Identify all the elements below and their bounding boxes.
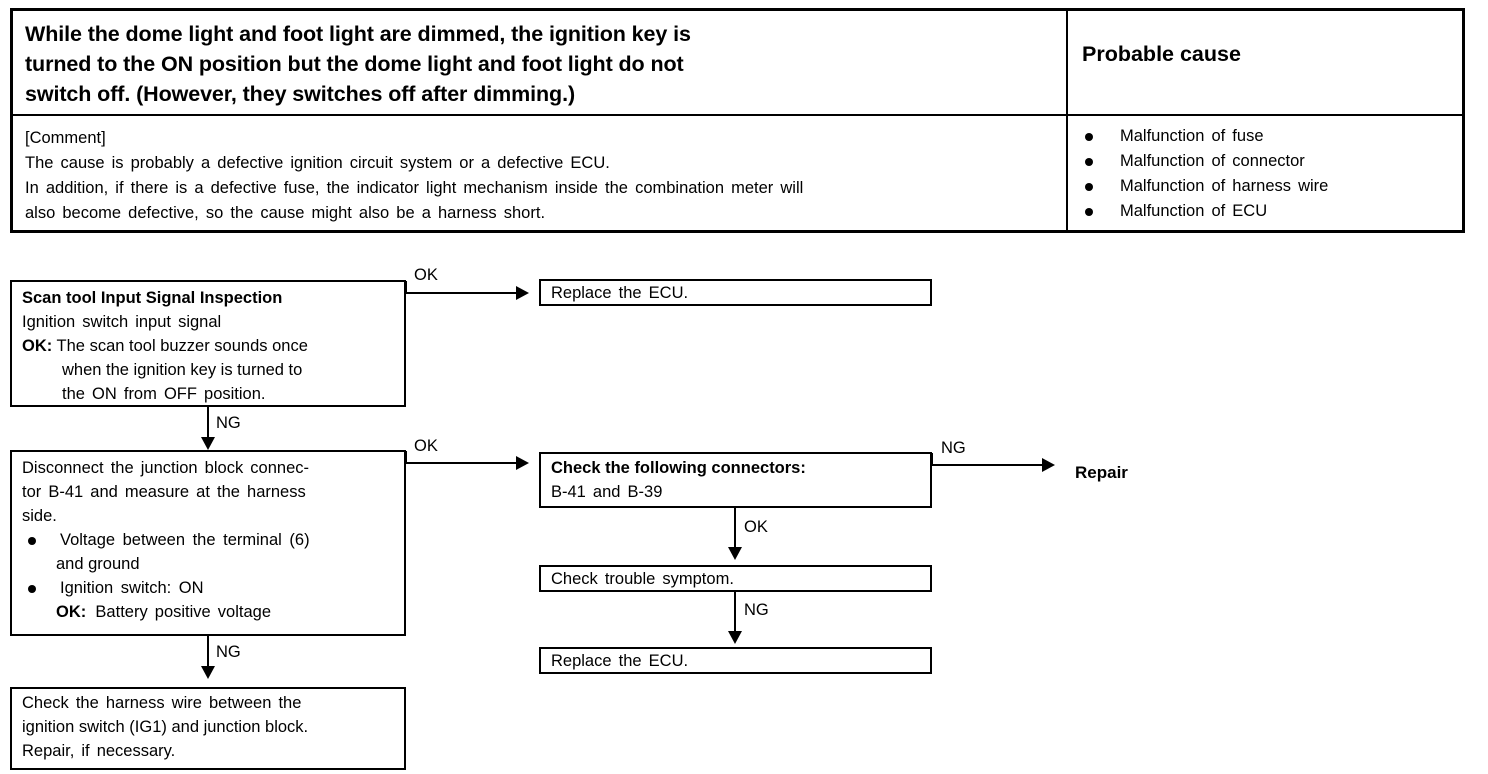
scan-tool-ok-line-2: when the ignition key is turned to [62,361,303,379]
edge-ng-2-line [931,464,1044,466]
edge-ng-1-line [207,407,209,440]
symptom-title-line-3: switch off. (However, they switches off … [25,82,576,106]
scan-tool-title: Scan tool Input Signal Inspection [22,289,283,307]
harness-line-1: Check the harness wire between the [22,694,302,712]
scan-tool-ok-line-1: OK: The scan tool buzzer sounds once [22,334,396,358]
edge-ok-1-line [405,292,518,294]
edge-ng-3-line [734,592,736,633]
disconnect-line-3: side. [22,507,57,525]
check-connectors-detail: B-41 and B-39 [551,483,663,501]
check-connectors-title: Check the following connectors: [551,459,806,477]
scan-tool-subtitle: Ignition switch input signal [22,313,222,331]
edge-ng-4-arrowhead [201,666,215,679]
edge-ok-3-arrowhead [728,547,742,560]
edge-ok-1-arrowhead [516,286,529,300]
table-body-row: [Comment] The cause is probably a defect… [13,116,1462,230]
probable-cause-header-cell: Probable cause [1068,11,1462,114]
comment-line-1: The cause is probably a defective igniti… [25,154,610,172]
ok-label: OK: [22,337,53,355]
flow-box-check-trouble-symptom[interactable]: Check trouble symptom. [539,565,932,592]
comment-tag: [Comment] [25,129,106,147]
comment-line-2: In addition, if there is a defective fus… [25,179,804,197]
comment-cell: [Comment] The cause is probably a defect… [13,116,1068,230]
list-item: Malfunction of connector [1082,149,1452,174]
harness-line-2: ignition switch (IG1) and junction block… [22,718,309,736]
ok-label: OK: [56,603,87,621]
flow-box-check-connectors[interactable]: Check the following connectors: B-41 and… [539,452,932,508]
edge-label-ok-1: OK [414,266,438,284]
symptom-title-cell: While the dome light and foot light are … [13,11,1068,114]
symptom-probable-cause-table: While the dome light and foot light are … [10,8,1465,233]
disconnect-bullet-1-line-2: and ground [56,555,140,573]
probable-cause-list: Malfunction of fuse Malfunction of conne… [1082,124,1452,224]
edge-label-ok-2: OK [414,437,438,455]
comment-block: [Comment] The cause is probably a defect… [25,124,1056,226]
edge-label-ok-3: OK [744,518,768,536]
disconnect-line-2: tor B-41 and measure at the harness [22,483,306,501]
replace-ecu-top-text: Replace the ECU. [551,284,689,302]
list-item: Malfunction of ECU [1082,199,1452,224]
edge-label-ng-4: NG [216,643,241,661]
disconnect-bullet-2-line-1: Ignition switch: ON [22,576,396,600]
flow-box-replace-ecu-top[interactable]: Replace the ECU. [539,279,932,306]
edge-ng-1-arrowhead [201,437,215,450]
edge-ok-2-line [405,462,518,464]
list-item: Malfunction of harness wire [1082,174,1452,199]
symptom-title-line-1: While the dome light and foot light are … [25,22,691,46]
replace-ecu-bottom-text: Replace the ECU. [551,652,689,670]
edge-ng-2-arrowhead [1042,458,1055,472]
probable-cause-cell: Malfunction of fuse Malfunction of conne… [1068,116,1462,230]
table-header-row: While the dome light and foot light are … [13,11,1462,116]
edge-ok-2-arrowhead [516,456,529,470]
flow-box-disconnect-junction[interactable]: Disconnect the junction block connec- to… [10,450,406,636]
flow-box-replace-ecu-bottom[interactable]: Replace the ECU. [539,647,932,674]
check-trouble-symptom-text: Check trouble symptom. [551,570,734,588]
disconnect-ok-line: OK: Battery positive voltage [22,600,396,624]
probable-cause-header: Probable cause [1082,42,1241,66]
edge-ng-3-arrowhead [728,631,742,644]
flow-label-repair[interactable]: Repair [1075,463,1128,482]
scan-tool-ok-line-3: the ON from OFF position. [62,385,266,403]
disconnect-line-1: Disconnect the junction block connec- [22,459,309,477]
list-item: Malfunction of fuse [1082,124,1452,149]
edge-ng-4-line [207,636,209,669]
harness-line-3: Repair, if necessary. [22,742,176,760]
flow-box-check-harness-wire[interactable]: Check the harness wire between the ignit… [10,687,406,770]
symptom-title-line-2: turned to the ON position but the dome l… [25,52,684,76]
edge-label-ng-3: NG [744,601,769,619]
edge-label-ng-1: NG [216,414,241,432]
disconnect-bullet-1-line-1: Voltage between the terminal (6) [22,528,396,552]
flow-box-scan-tool-inspection[interactable]: Scan tool Input Signal Inspection Igniti… [10,280,406,407]
edge-ok-3-line [734,508,736,549]
ok-value: Battery positive voltage [95,603,272,621]
ok-text-1: The scan tool buzzer sounds once [56,337,308,355]
comment-line-3: also become defective, so the cause migh… [25,204,546,222]
edge-label-ng-2: NG [941,439,966,457]
